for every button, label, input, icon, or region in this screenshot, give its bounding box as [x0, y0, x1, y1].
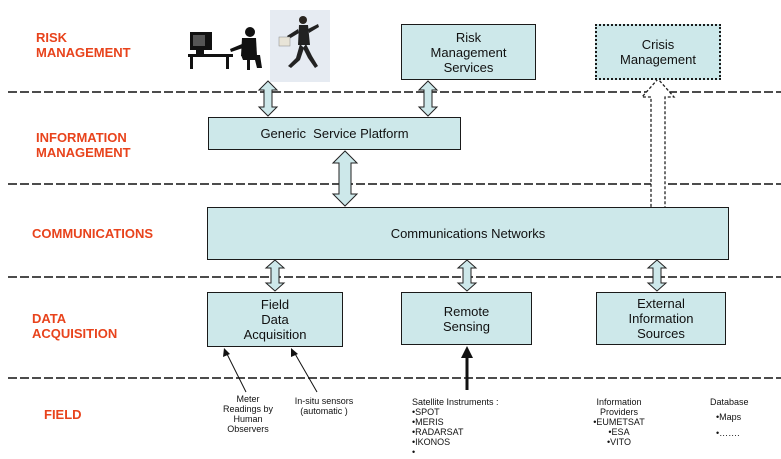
external-information-sources-box: External Information Sources — [596, 292, 726, 345]
provider-item: •VITO — [607, 437, 631, 447]
layer-label-communications: COMMUNICATIONS — [32, 226, 154, 241]
communications-networks-label: Communications Networks — [390, 226, 546, 241]
database-item: •……. — [716, 428, 740, 438]
arrow-comm-field — [264, 259, 286, 292]
in-situ-sensors-note: In-situ sensors (automatic ) — [294, 396, 354, 416]
database-item: •Maps — [716, 412, 742, 422]
communications-networks-box: Communications Networks — [207, 207, 729, 260]
meter-readings-note: Meter Readings by Human Observers — [222, 394, 274, 434]
risk-management-services-box: Risk Management Services — [401, 24, 536, 80]
field-data-acquisition-box: Field Data Acquisition — [207, 292, 343, 347]
arrow-meter-to-field — [223, 348, 247, 393]
generic-service-platform-label: Generic Service Platform — [260, 126, 409, 141]
office-worker-icon — [188, 27, 262, 70]
satellite-item: •IKONOS — [412, 437, 451, 447]
satellite-item: • — [412, 447, 416, 457]
database-list: Database •Maps •……. — [710, 397, 749, 438]
running-businessman-icon — [270, 10, 330, 82]
layer-label-field: FIELD — [44, 407, 82, 422]
risk-management-services-label: Risk Management Services — [430, 29, 507, 75]
arrow-comm-external — [646, 259, 668, 292]
generic-service-platform-box: Generic Service Platform — [208, 117, 461, 150]
provider-item: •ESA — [608, 427, 630, 437]
arrow-satellite-to-remote — [461, 346, 473, 390]
satellite-instruments-title: Satellite Instruments : — [412, 397, 499, 407]
arrow-risk-generic — [257, 80, 279, 117]
information-providers-title: Information Providers — [596, 397, 642, 417]
arrow-generic-comm — [331, 150, 359, 207]
provider-item: •EUMETSAT — [593, 417, 645, 427]
arrow-comm-remote — [456, 259, 478, 292]
external-information-sources-label: External Information Sources — [628, 296, 694, 341]
arrow-insitu-to-field — [291, 348, 318, 393]
satellite-item: •MERIS — [412, 417, 444, 427]
crisis-management-label: Crisis Management — [620, 37, 696, 67]
information-providers-list: Information Providers •EUMETSAT •ESA •VI… — [579, 397, 659, 447]
remote-sensing-box: Remote Sensing — [401, 292, 532, 345]
database-title: Database — [710, 397, 749, 407]
layer-label-data-acquisition: DATA ACQUISITION — [32, 311, 118, 341]
arrow-services-generic — [417, 80, 439, 117]
satellite-item: •SPOT — [412, 407, 440, 417]
crisis-management-box: Crisis Management — [595, 24, 721, 80]
layer-label-information-management: INFORMATION MANAGEMENT — [36, 130, 131, 160]
layer-label-risk-management: RISK MANAGEMENT — [36, 30, 131, 60]
field-data-acquisition-label: Field Data Acquisition — [243, 297, 307, 342]
satellite-item: •RADARSAT — [412, 427, 464, 437]
satellite-instruments-list: Satellite Instruments : •SPOT •MERIS •RA… — [412, 397, 499, 457]
remote-sensing-label: Remote Sensing — [443, 303, 490, 334]
